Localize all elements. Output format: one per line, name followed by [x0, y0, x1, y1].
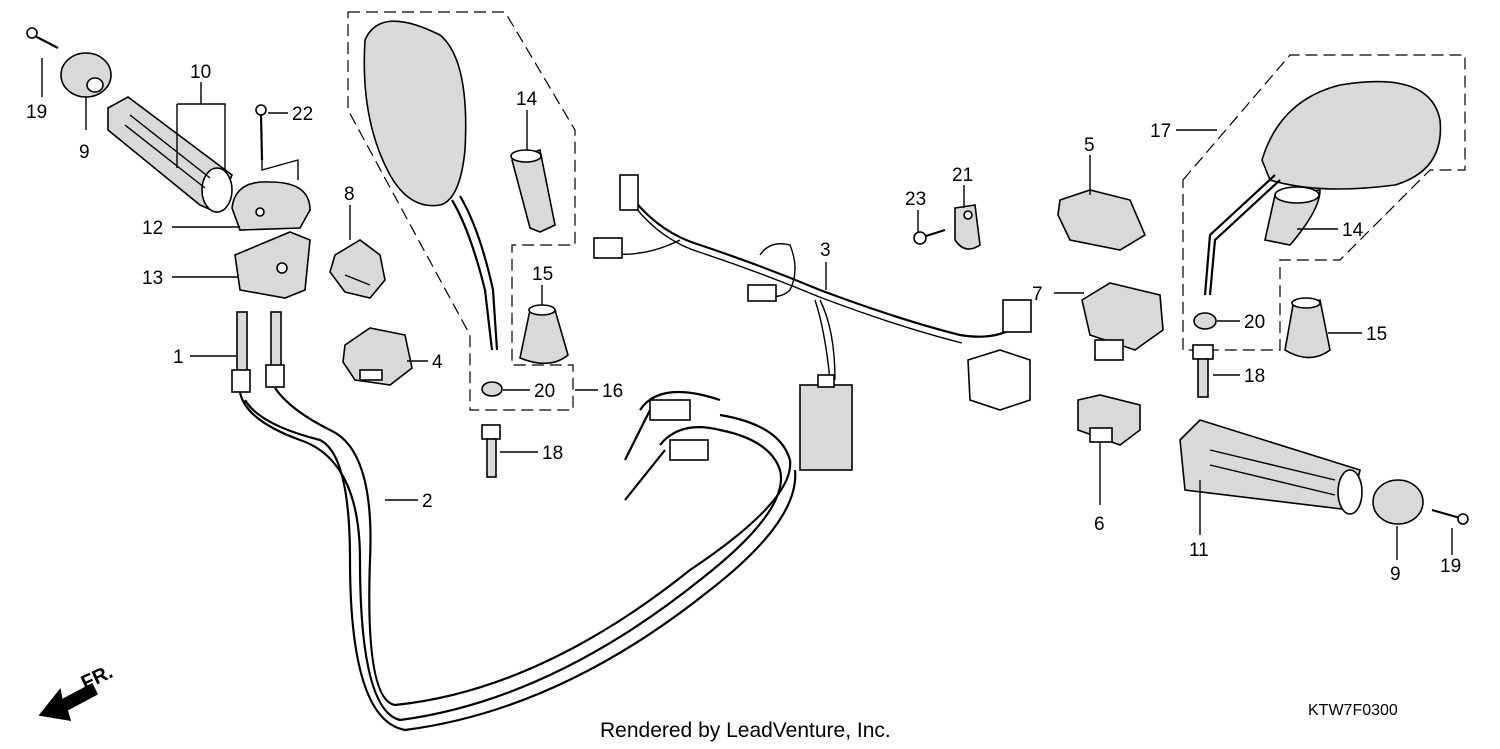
callout-9-left: 9: [79, 142, 90, 163]
part-right-mirror[interactable]: [1203, 80, 1442, 296]
part-screw-19-right[interactable]: [1431, 508, 1469, 525]
callout-4: 4: [432, 352, 443, 373]
callout-22: 22: [292, 104, 313, 125]
part-boot-14-left[interactable]: [510, 148, 556, 233]
part-boot-14-right[interactable]: [1264, 186, 1321, 246]
callout-6: 6: [1094, 514, 1105, 535]
callout-9-right: 9: [1390, 564, 1401, 585]
callout-23: 23: [905, 189, 926, 210]
callout-17: 17: [1150, 121, 1171, 142]
part-left-mirror[interactable]: [363, 20, 499, 351]
part-boot-15-left[interactable]: [519, 304, 569, 365]
callout-labels: 19 9 10 22 12 13 1 2 8 4 14 15 20 16 18 …: [26, 62, 1461, 585]
part-switch-5[interactable]: [1057, 189, 1147, 251]
callout-18-left: 18: [542, 443, 563, 464]
callout-14-left: 14: [516, 89, 538, 110]
part-clamp-21[interactable]: [954, 204, 981, 250]
part-nut-20-left[interactable]: [481, 381, 503, 397]
part-throttle-housing-13[interactable]: [234, 231, 311, 299]
callout-19-right: 19: [1440, 556, 1461, 577]
part-switch-4[interactable]: [342, 327, 413, 386]
part-bolt-18-right[interactable]: [1192, 344, 1214, 398]
callout-5: 5: [1084, 135, 1095, 156]
part-screw-19-left[interactable]: [26, 27, 59, 49]
callout-10: 10: [190, 62, 211, 83]
callout-20-right: 20: [1244, 312, 1265, 333]
part-grip-end-9-left[interactable]: [60, 52, 112, 98]
part-grip-end-9-right[interactable]: [1372, 479, 1424, 525]
part-grip-11[interactable]: [1179, 419, 1363, 515]
front-direction-arrow: FR.: [38, 661, 116, 722]
callout-14-right: 14: [1342, 220, 1364, 241]
diagram-code: KTW7F0300: [1308, 702, 1398, 719]
part-switch-7[interactable]: [1081, 282, 1164, 361]
callout-13: 13: [142, 268, 163, 289]
leader-lines: [41, 58, 1453, 560]
part-switch-8[interactable]: [329, 239, 386, 299]
callout-15-right: 15: [1366, 324, 1387, 345]
callout-21: 21: [952, 165, 973, 186]
part-wire-harness-3[interactable]: [593, 174, 1032, 471]
callout-2: 2: [422, 491, 433, 512]
group-outline-16: [347, 11, 576, 411]
part-screw-22[interactable]: [255, 104, 267, 161]
part-cable-2[interactable]: [238, 387, 797, 732]
render-credit: Rendered by LeadVenture, Inc.: [600, 719, 891, 742]
callout-1: 1: [173, 347, 184, 368]
part-screw-23[interactable]: [913, 228, 946, 245]
part-nut-20-right[interactable]: [1193, 312, 1217, 330]
callout-16: 16: [602, 381, 623, 402]
part-bolt-18-left[interactable]: [481, 424, 501, 478]
callout-3: 3: [820, 240, 831, 261]
callout-18-right: 18: [1244, 366, 1265, 387]
part-throttle-grip-10[interactable]: [107, 96, 233, 214]
callout-11: 11: [1189, 540, 1209, 561]
part-boot-15-right[interactable]: [1284, 297, 1331, 359]
callout-12: 12: [142, 218, 163, 239]
part-switch-6[interactable]: [1077, 394, 1141, 446]
callout-7: 7: [1032, 284, 1043, 305]
callout-19-left: 19: [26, 102, 47, 123]
part-brake-cable-1[interactable]: [231, 311, 285, 393]
callout-15-left: 15: [532, 264, 553, 285]
callout-20-left: 20: [534, 381, 555, 402]
callout-8: 8: [344, 184, 355, 205]
group-outline-17: [1182, 54, 1466, 351]
part-throttle-housing-12[interactable]: [231, 181, 311, 231]
